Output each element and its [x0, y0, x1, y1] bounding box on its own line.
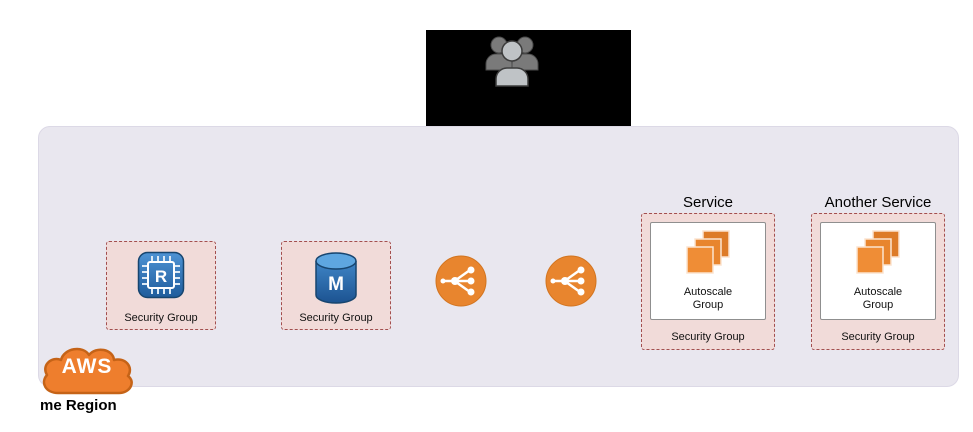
security-group-label: Security Group	[299, 312, 373, 324]
service-security-group-box: Autoscale Group Security Group	[811, 213, 945, 350]
autoscale-group-label: Autoscale Group	[683, 285, 733, 312]
autoscale-group-label: Autoscale Group	[853, 285, 903, 312]
r-chip-letter: R	[155, 267, 167, 286]
autoscale-group-box: Autoscale Group	[820, 222, 936, 320]
region-label: me Region	[40, 397, 117, 414]
service-security-group-box: Autoscale Group Security Group	[641, 213, 775, 350]
aws-logo-text: AWS	[61, 355, 113, 378]
security-group-label: Security Group	[841, 331, 915, 343]
r-chip-icon: R	[137, 251, 185, 299]
elastic-load-balancer-icon	[545, 255, 597, 307]
users-group-icon	[485, 36, 539, 87]
autoscale-group-box: Autoscale Group	[650, 222, 766, 320]
instances-stack-icon	[856, 230, 900, 274]
security-group-label: Security Group	[671, 331, 745, 343]
security-group-box-m: M Security Group	[281, 241, 391, 330]
m-database-icon: M	[315, 252, 357, 304]
service-title: Another Service	[824, 194, 932, 211]
aws-cloud-logo: AWS	[36, 341, 138, 399]
security-group-box-r: R Security Group	[106, 241, 216, 330]
service-title: Service	[682, 194, 734, 211]
aws-cloud-icon	[42, 347, 133, 395]
elastic-load-balancer-icon	[435, 255, 487, 307]
m-database-letter: M	[328, 274, 344, 295]
users-backdrop	[426, 30, 631, 126]
instances-stack-icon	[686, 230, 730, 274]
security-group-label: Security Group	[124, 312, 198, 324]
